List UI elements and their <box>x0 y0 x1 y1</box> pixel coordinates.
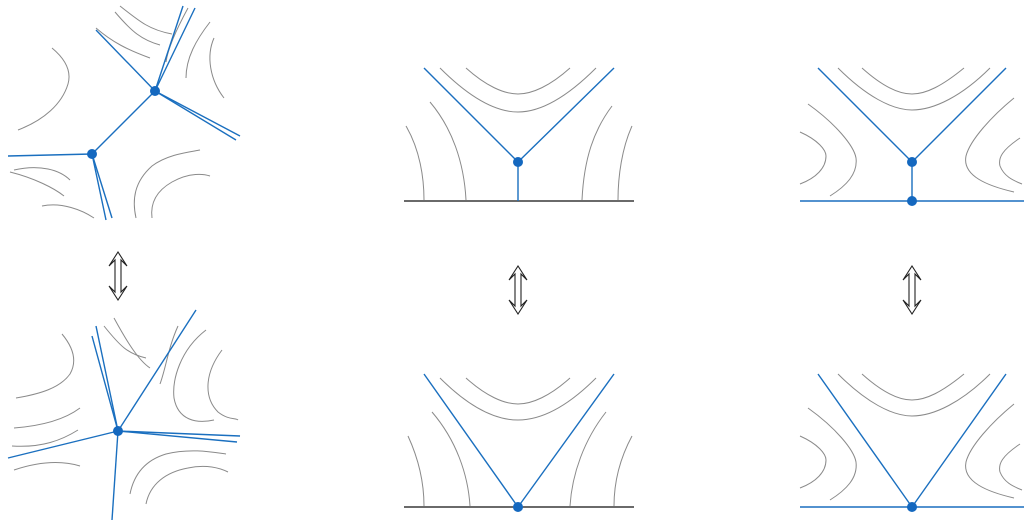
panel-blue-boundary-after <box>799 373 1024 512</box>
vertex-dot <box>907 502 917 512</box>
level-curves <box>799 67 1023 197</box>
vertex-dot <box>907 157 917 167</box>
vertex-dot <box>87 149 97 159</box>
panel-boundary-before <box>404 67 634 202</box>
tropical-edges <box>423 67 615 201</box>
double-arrow-icon <box>508 264 528 316</box>
vertex-dot <box>513 502 523 512</box>
vertex-dot <box>113 426 123 436</box>
panel-blue-boundary-before <box>799 67 1024 206</box>
level-curves <box>799 373 1023 501</box>
tropical-edges <box>7 5 241 221</box>
tropical-edges <box>423 373 615 508</box>
panel-interior-before <box>7 5 241 221</box>
vertex-dot <box>150 86 160 96</box>
vertex-dot <box>513 157 523 167</box>
double-arrow-icon <box>108 250 128 302</box>
tropical-edges <box>817 373 1007 508</box>
level-curves <box>9 5 225 219</box>
panel-boundary-after <box>404 373 634 512</box>
panel-interior-after <box>7 309 241 521</box>
double-arrow-icon <box>902 264 922 316</box>
vertex-dot <box>907 196 917 206</box>
tropical-edges <box>817 67 1007 201</box>
level-curves <box>405 67 633 201</box>
level-curves <box>11 317 239 505</box>
tropical-edges <box>7 309 241 521</box>
level-curves <box>407 377 633 507</box>
